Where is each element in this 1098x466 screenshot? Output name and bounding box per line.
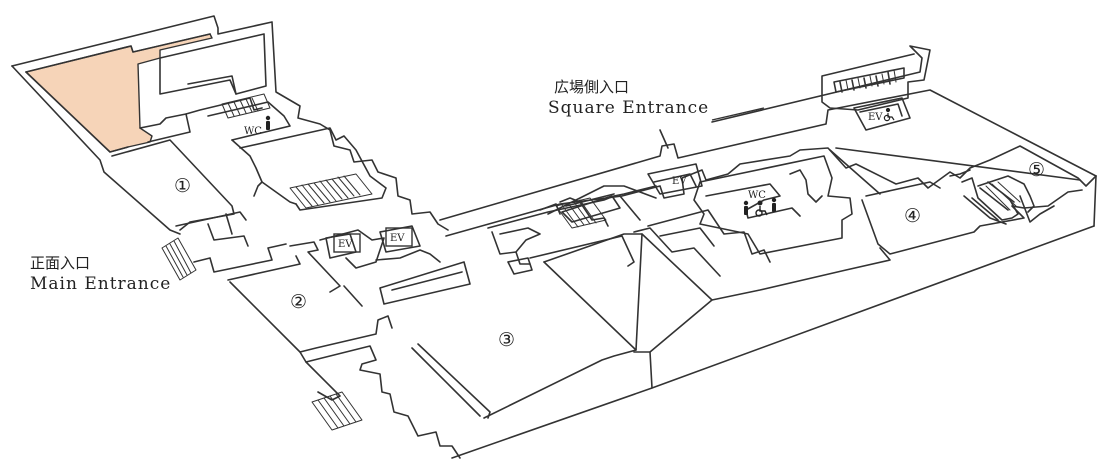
ev-label-3: EV	[672, 176, 687, 187]
wheelchair-icon	[883, 107, 895, 122]
room-4-label: ④	[904, 205, 921, 227]
stairs-east	[985, 181, 1021, 211]
wheelchair-icon	[755, 200, 768, 217]
square-entrance-label-jp: 広場側入口	[554, 78, 630, 96]
wc-label-east: WC	[748, 190, 766, 201]
stairs-nw	[221, 93, 271, 119]
left-wing-west-wall	[11, 65, 181, 235]
ev-label-2: EV	[390, 233, 405, 244]
ev-label-1: EV	[338, 239, 353, 250]
elevator-2: EV	[385, 227, 413, 247]
ev-label-4: EV	[868, 112, 883, 123]
room-5-label: ⑤	[1028, 159, 1045, 181]
elevator-3: EV	[672, 176, 687, 187]
left-wing-inner-wall	[25, 33, 211, 73]
restroom-icon	[265, 115, 271, 130]
stairs-south	[311, 391, 363, 431]
elevator-4: EV	[868, 107, 895, 123]
main-entrance-label-en: Main Entrance	[30, 274, 172, 294]
left-wing-outer-wall	[11, 15, 449, 231]
room-2-label: ②	[290, 291, 307, 313]
stairs-central-west	[289, 173, 373, 209]
stairs-center	[555, 197, 607, 229]
square-entrance-label-en: Square Entrance	[548, 98, 710, 118]
stairs-main-entrance	[161, 237, 197, 281]
wc-label-north: WC	[244, 126, 262, 137]
room-3-label: ③	[498, 329, 515, 351]
room-1-label: ①	[174, 175, 191, 197]
restroom-icon	[743, 197, 777, 215]
square-entrance-pointer	[711, 107, 765, 121]
stairs-north-east	[845, 69, 897, 91]
main-entrance-label-jp: 正面入口	[30, 254, 91, 272]
elevator-1: EV	[333, 233, 361, 253]
